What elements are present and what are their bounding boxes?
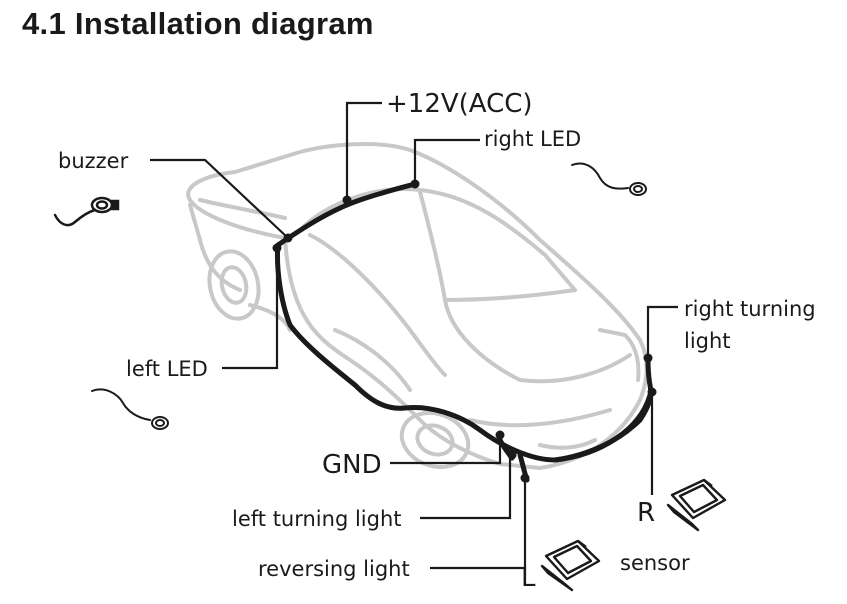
label-r-marker: R [637,498,655,528]
led-icon [571,162,647,196]
label-right-led: right LED [484,127,581,151]
label-right-turning-line1: right turning [684,297,816,321]
junction-points [272,179,657,483]
leader-lines [150,101,678,570]
label-left-led: left LED [126,357,208,381]
sensor-icon [666,478,727,532]
label-buzzer: buzzer [58,149,129,173]
sensor-icon [540,539,601,592]
label-gnd: GND [322,450,382,480]
label-reversing-light: reversing light [258,557,410,581]
label-l-marker: L [521,563,536,593]
label-acc: +12V(ACC) [386,89,533,119]
page-title: 4.1 Installation diagram [22,6,374,41]
label-sensor: sensor [620,551,690,575]
wiring-harness [275,181,654,483]
car-outline [186,142,649,470]
label-right-turning-line2: light [684,329,731,353]
led-icon [91,388,169,430]
buzzer-icon [53,196,120,227]
label-left-turning-light: left turning light [232,507,402,531]
